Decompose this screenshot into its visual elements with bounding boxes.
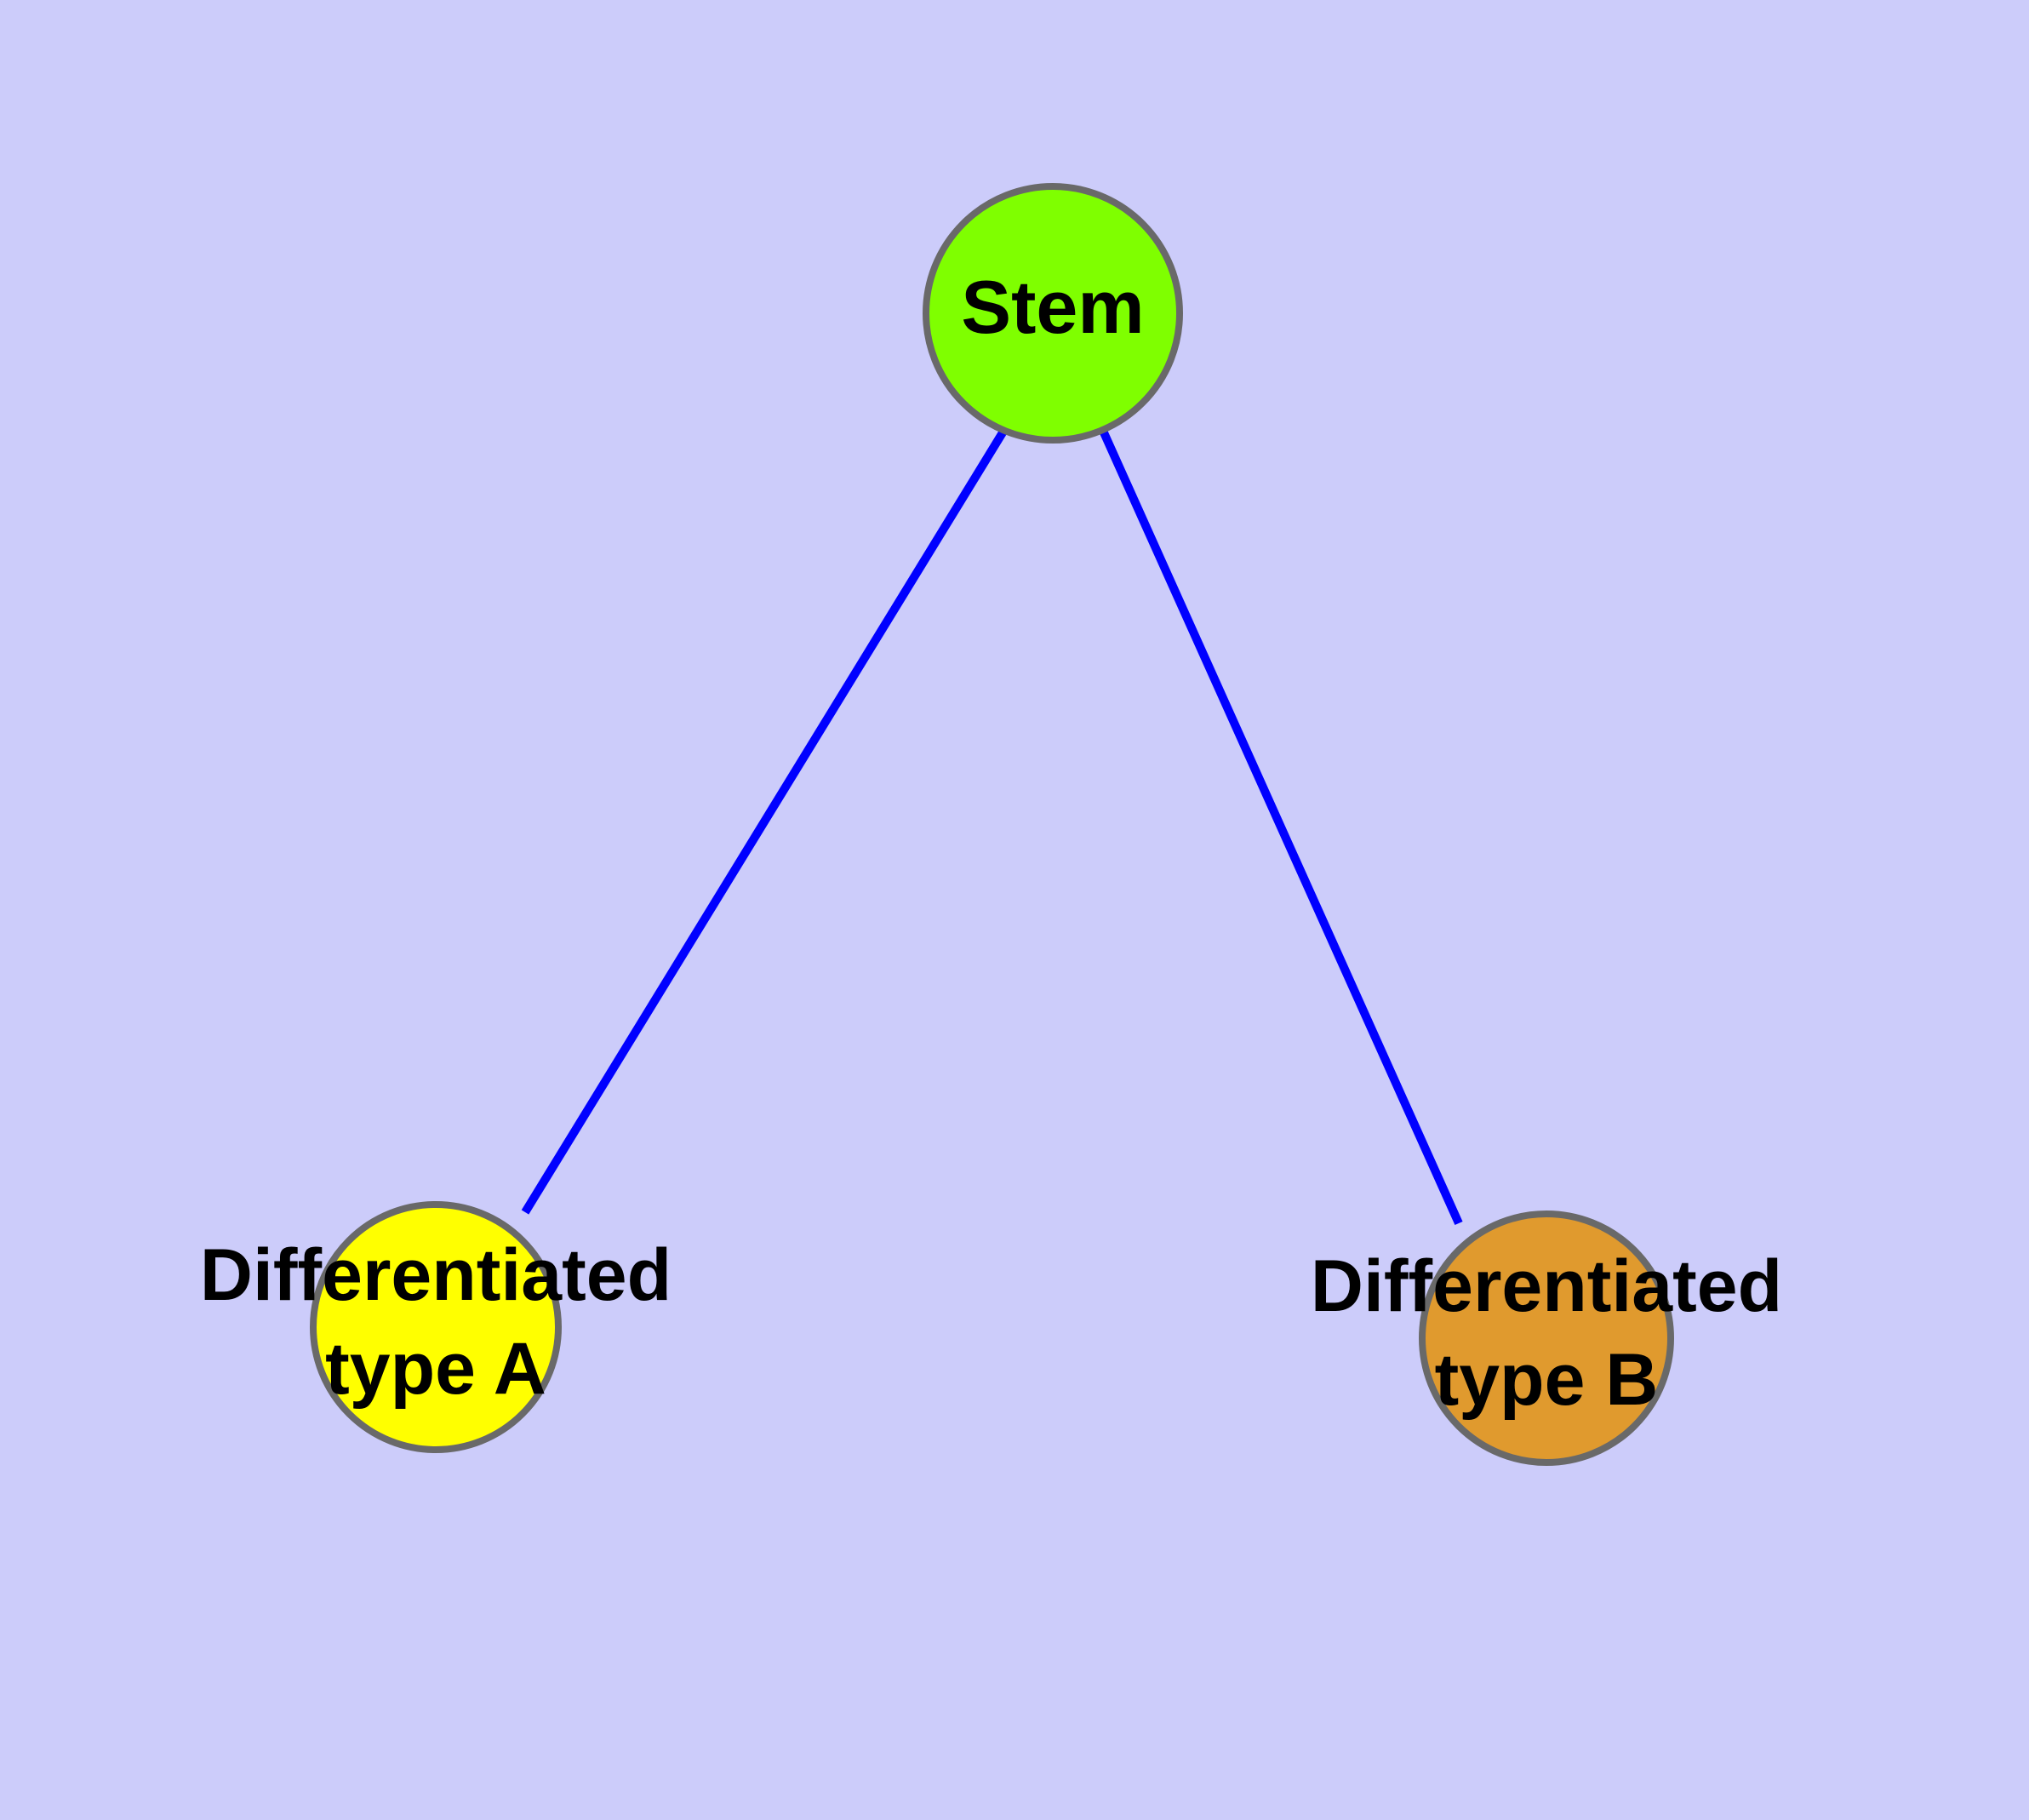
graph-node-diff_b[interactable] (1419, 1210, 1674, 1466)
graph-node-label-line: Differentiated (1311, 1245, 1782, 1327)
edges-layer (521, 427, 1463, 1226)
graph-node-diff_a[interactable] (310, 1201, 562, 1453)
graph-edge-stem-to-diff_a (521, 427, 1009, 1215)
graph-node-label-line: type B (1435, 1339, 1659, 1421)
graph-node-label-diff_a: Differentiated type A (200, 1234, 672, 1410)
graph-node-label-diff_b: Differentiated type B (1311, 1245, 1782, 1421)
graph-node-label-line: Stem (961, 265, 1144, 349)
graph-node-label-stem: Stem (961, 265, 1144, 349)
nodes-layer (310, 183, 1674, 1466)
graph-node-stem[interactable] (923, 183, 1183, 444)
graph-node-label-line: type A (325, 1328, 546, 1410)
graph-edge-stem-to-diff_b (1099, 428, 1463, 1226)
graph-node-label-line: Differentiated (200, 1234, 672, 1316)
